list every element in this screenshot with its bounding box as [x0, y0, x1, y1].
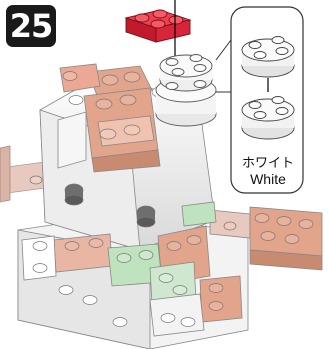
- callout-connector-2: [215, 39, 232, 61]
- new-red-plate: [124, 9, 192, 43]
- color-label-english: White: [250, 171, 286, 187]
- callout-part-bottom: [241, 96, 295, 140]
- color-label-japanese: ホワイト: [241, 156, 294, 171]
- step-number-badge: 25: [6, 5, 56, 47]
- callout-part-top: [241, 36, 295, 78]
- model-studs: [29, 71, 314, 327]
- white-stacked-parts: [155, 54, 217, 127]
